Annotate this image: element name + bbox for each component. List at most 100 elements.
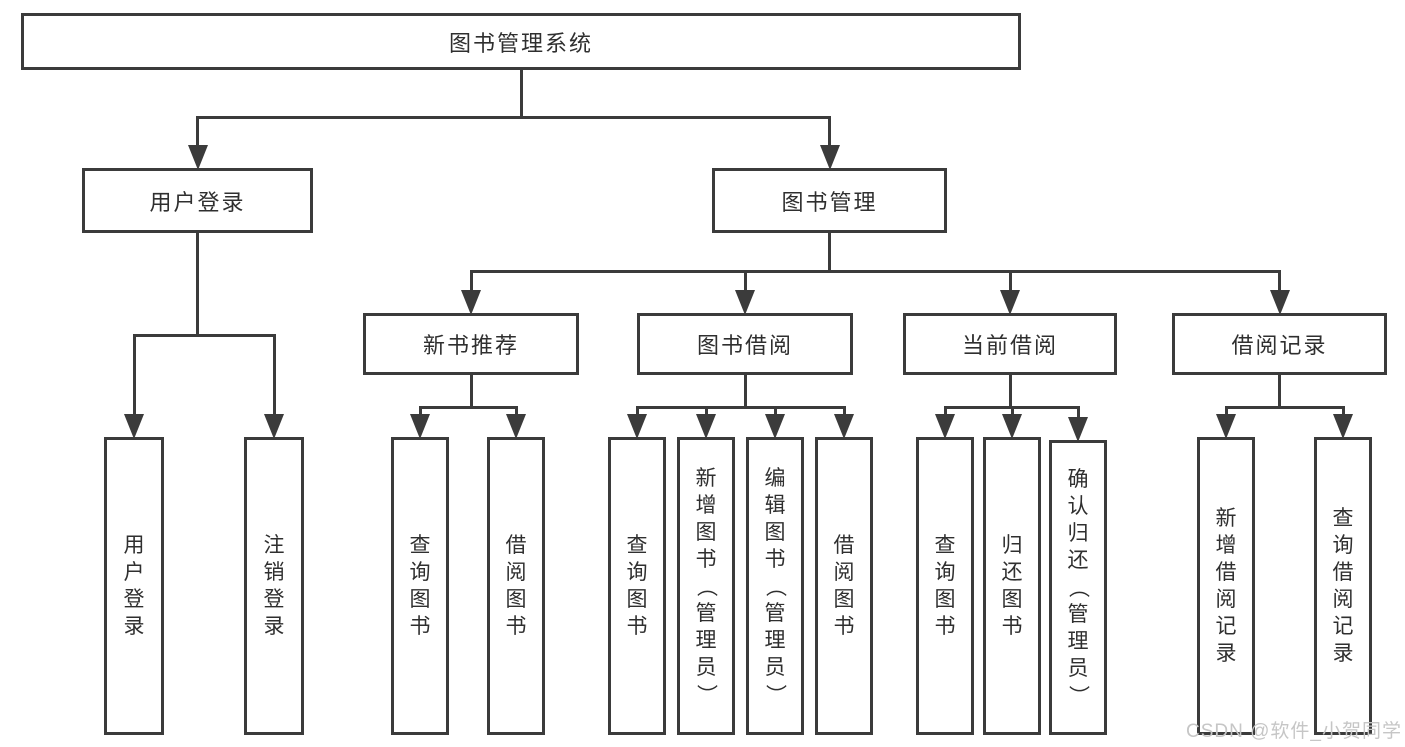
node-label: 新书推荐	[422, 333, 519, 358]
connector-line	[1278, 375, 1281, 407]
node-query-books-current: 查询图书	[916, 437, 974, 735]
node-label-char: 询	[934, 561, 956, 584]
node-label-char: 员	[1067, 657, 1089, 680]
arrowhead-icon	[1216, 414, 1236, 439]
node-label-char: 书	[695, 547, 717, 571]
node-library-system: 图书管理系统	[21, 13, 1021, 70]
node-label-char: 新	[695, 466, 717, 490]
node-book-management: 图书管理	[712, 168, 947, 233]
node-label-char: 询	[1332, 534, 1354, 557]
node-label-char: 图	[505, 588, 527, 611]
node-add-borrow-record: 新增借阅记录	[1197, 437, 1255, 735]
node-label-char: 增	[695, 493, 717, 517]
node-label-char: 归	[1001, 534, 1023, 557]
node-label-char: 登	[123, 588, 145, 611]
connector-line	[469, 375, 473, 407]
node-label: 图书管理	[781, 189, 878, 215]
node-label: 查询图书	[408, 535, 432, 637]
node-label-char: 阅	[833, 561, 855, 584]
connector-line	[828, 117, 831, 145]
node-label-char: 理	[764, 628, 786, 652]
connector-line	[1224, 405, 1345, 409]
connector-line	[773, 407, 777, 414]
node-label-char: 查	[1332, 507, 1354, 530]
node-label: 查询借阅记录	[1331, 508, 1355, 664]
node-label-char: 还	[1067, 549, 1089, 572]
connector-line	[469, 269, 1281, 273]
node-user-login: 用户登录	[82, 168, 313, 233]
arrowhead-icon	[935, 414, 955, 439]
node-label-char: 询	[409, 561, 431, 584]
node-label-char: 用	[123, 534, 145, 557]
node-label-char: 户	[123, 561, 145, 584]
node-label-char: 书	[505, 615, 527, 638]
node-label-char: 确	[1067, 468, 1089, 491]
node-label-char: 借	[505, 534, 527, 557]
arrowhead-icon	[765, 414, 785, 439]
arrowhead-icon	[1068, 417, 1088, 442]
connector-line	[743, 271, 747, 290]
arrowhead-icon	[834, 414, 854, 439]
node-label-char: 理	[1067, 630, 1089, 653]
node-label: 编辑图书（管理员）	[763, 468, 787, 705]
node-label-char: 辑	[764, 493, 786, 517]
node-label: 查询图书	[625, 535, 649, 637]
connector-line	[132, 333, 276, 337]
node-user-login-action: 用户登录	[104, 437, 164, 735]
node-label-char: 录	[1332, 642, 1354, 665]
node-label-char: 注	[263, 534, 285, 557]
node-label-char: 管	[1067, 603, 1089, 626]
node-label-char: 归	[1067, 522, 1089, 545]
arrowhead-icon	[410, 414, 430, 439]
arrowhead-icon	[461, 290, 481, 315]
node-label: 归还图书	[1000, 535, 1024, 637]
node-borrowing-records: 借阅记录	[1172, 313, 1387, 375]
arrowhead-icon	[627, 414, 647, 439]
node-label: 用户登录	[122, 535, 146, 637]
node-label-char: 录	[123, 615, 145, 638]
connector-line	[842, 407, 846, 414]
connector-line	[519, 70, 523, 117]
node-label-char: 书	[764, 547, 786, 571]
node-label: 用户登录	[149, 189, 246, 215]
node-label-char: 借	[833, 534, 855, 557]
connector-line	[1008, 375, 1012, 407]
node-label: 注销登录	[262, 535, 286, 637]
connector-line	[1224, 407, 1228, 414]
arrowhead-icon	[819, 145, 840, 170]
node-label-char: 记	[1215, 615, 1237, 638]
node-confirm-return-admin: 确认归还（管理员）	[1049, 440, 1107, 735]
node-label-char: 录	[263, 615, 285, 638]
arrowhead-icon	[124, 414, 144, 439]
node-label-char: 编	[764, 466, 786, 490]
connector-line	[704, 407, 708, 414]
node-label-char: ）	[694, 683, 718, 705]
node-label-char: 图	[833, 588, 855, 611]
node-label: 借阅图书	[504, 535, 528, 637]
node-current-borrowing: 当前借阅	[903, 313, 1117, 375]
node-label-char: 认	[1067, 495, 1089, 518]
node-label-char: 员	[764, 655, 786, 679]
node-label-char: 销	[263, 561, 285, 584]
node-label-char: 书	[1001, 615, 1023, 638]
node-label-char: 询	[626, 561, 648, 584]
node-label-char: 书	[934, 615, 956, 638]
connector-line	[828, 233, 831, 271]
node-label-char: 图	[626, 588, 648, 611]
node-label-char: 借	[1215, 561, 1237, 584]
node-borrow-books-recommend: 借阅图书	[487, 437, 545, 735]
node-label-char: 书	[833, 615, 855, 638]
node-borrow-books-action: 借阅图书	[815, 437, 873, 735]
connector-line	[1010, 407, 1014, 414]
arrowhead-icon	[1002, 414, 1022, 439]
arrowhead-icon	[506, 414, 526, 439]
node-label-char: 理	[695, 628, 717, 652]
node-label-char: 增	[1215, 534, 1237, 557]
node-return-books: 归还图书	[983, 437, 1041, 735]
node-label-char: 查	[934, 534, 956, 557]
arrowhead-icon	[187, 145, 208, 170]
node-new-book-recommend: 新书推荐	[363, 313, 579, 375]
connector-line	[1076, 407, 1080, 417]
node-label-char: 新	[1215, 507, 1237, 530]
